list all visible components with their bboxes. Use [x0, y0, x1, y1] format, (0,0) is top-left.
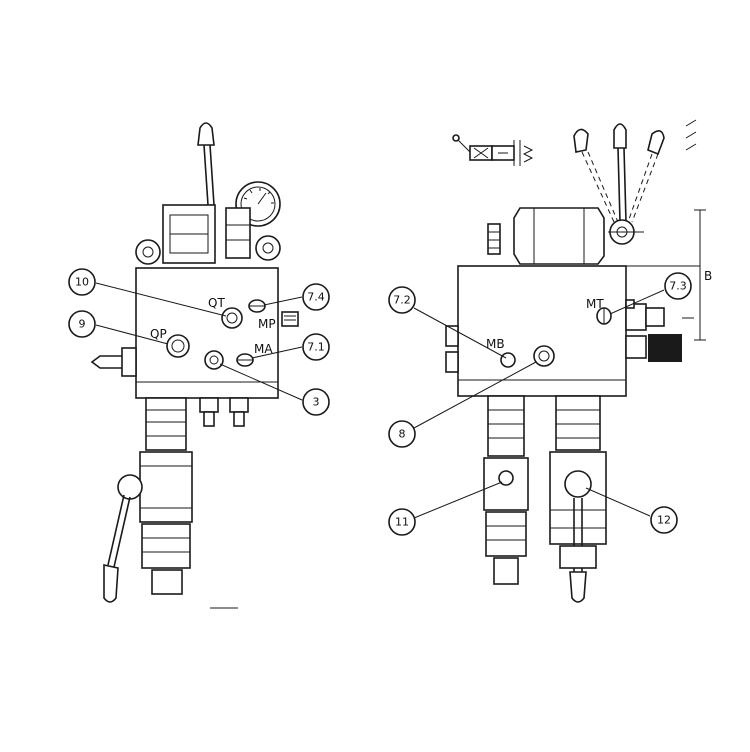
left-lever [197, 122, 215, 206]
label-mb: MB [486, 337, 505, 351]
port-qt [221, 307, 243, 329]
callout-10: 10 [68, 268, 227, 317]
left-manifold-block [135, 267, 279, 399]
callout-7-4: 7.4 [263, 283, 330, 311]
dimension-line: B [694, 209, 712, 341]
label-ma: MA [254, 342, 273, 356]
right-pipe-right [549, 395, 607, 603]
callout-12-label: 12 [657, 514, 671, 527]
dimension-label: B [704, 269, 712, 283]
top-fitting [487, 223, 501, 255]
right-pipe-left [483, 395, 529, 585]
callout-12: 12 [585, 487, 678, 534]
callout-3: 3 [219, 363, 330, 416]
callout-7-1-label: 7.1 [307, 341, 325, 354]
callout-7-1: 7.1 [251, 333, 330, 361]
left-bottom-fittings [199, 397, 249, 427]
callout-9-label: 9 [79, 318, 86, 331]
test-point-7-1 [236, 353, 254, 367]
left-top-valve [135, 204, 281, 265]
callout-8-label: 8 [399, 428, 406, 441]
label-qp: QP [150, 327, 167, 341]
callout-8: 8 [388, 361, 537, 448]
port-12 [564, 470, 592, 498]
port-qp [166, 334, 190, 358]
port-mb [500, 352, 516, 368]
port-11 [498, 470, 514, 486]
callout-10-label: 10 [75, 276, 89, 289]
test-point-mt [596, 307, 612, 325]
label-mt: MT [586, 297, 604, 311]
right-side-fittings-left [445, 325, 459, 373]
callout-7-3: 7.3 [609, 272, 692, 315]
callout-11: 11 [388, 481, 503, 536]
left-view [90, 122, 299, 609]
right-side-fittings-right [625, 299, 694, 362]
test-point-7-4 [248, 299, 266, 313]
port-3 [204, 350, 224, 370]
lever-positions [573, 119, 697, 223]
label-qt: QT [208, 296, 225, 310]
callout-7-4-label: 7.4 [307, 291, 325, 304]
callout-7-2-label: 7.2 [393, 294, 411, 307]
label-mp: MP [258, 317, 276, 331]
callout-7-3-label: 7.3 [669, 280, 687, 293]
left-side-fitting [90, 347, 137, 377]
right-manifold-block [457, 265, 627, 397]
solenoid-cylinder [513, 207, 644, 265]
valve-schematic-symbol [452, 134, 534, 166]
callout-7-2: 7.2 [388, 286, 507, 359]
callout-3-label: 3 [313, 396, 320, 409]
callout-9: 9 [68, 310, 169, 345]
left-pipe-ball-valve [103, 397, 238, 609]
mp-gauge-port [281, 311, 299, 327]
right-view: B [445, 119, 712, 603]
callout-11-label: 11 [395, 516, 409, 529]
port-8 [533, 345, 555, 367]
